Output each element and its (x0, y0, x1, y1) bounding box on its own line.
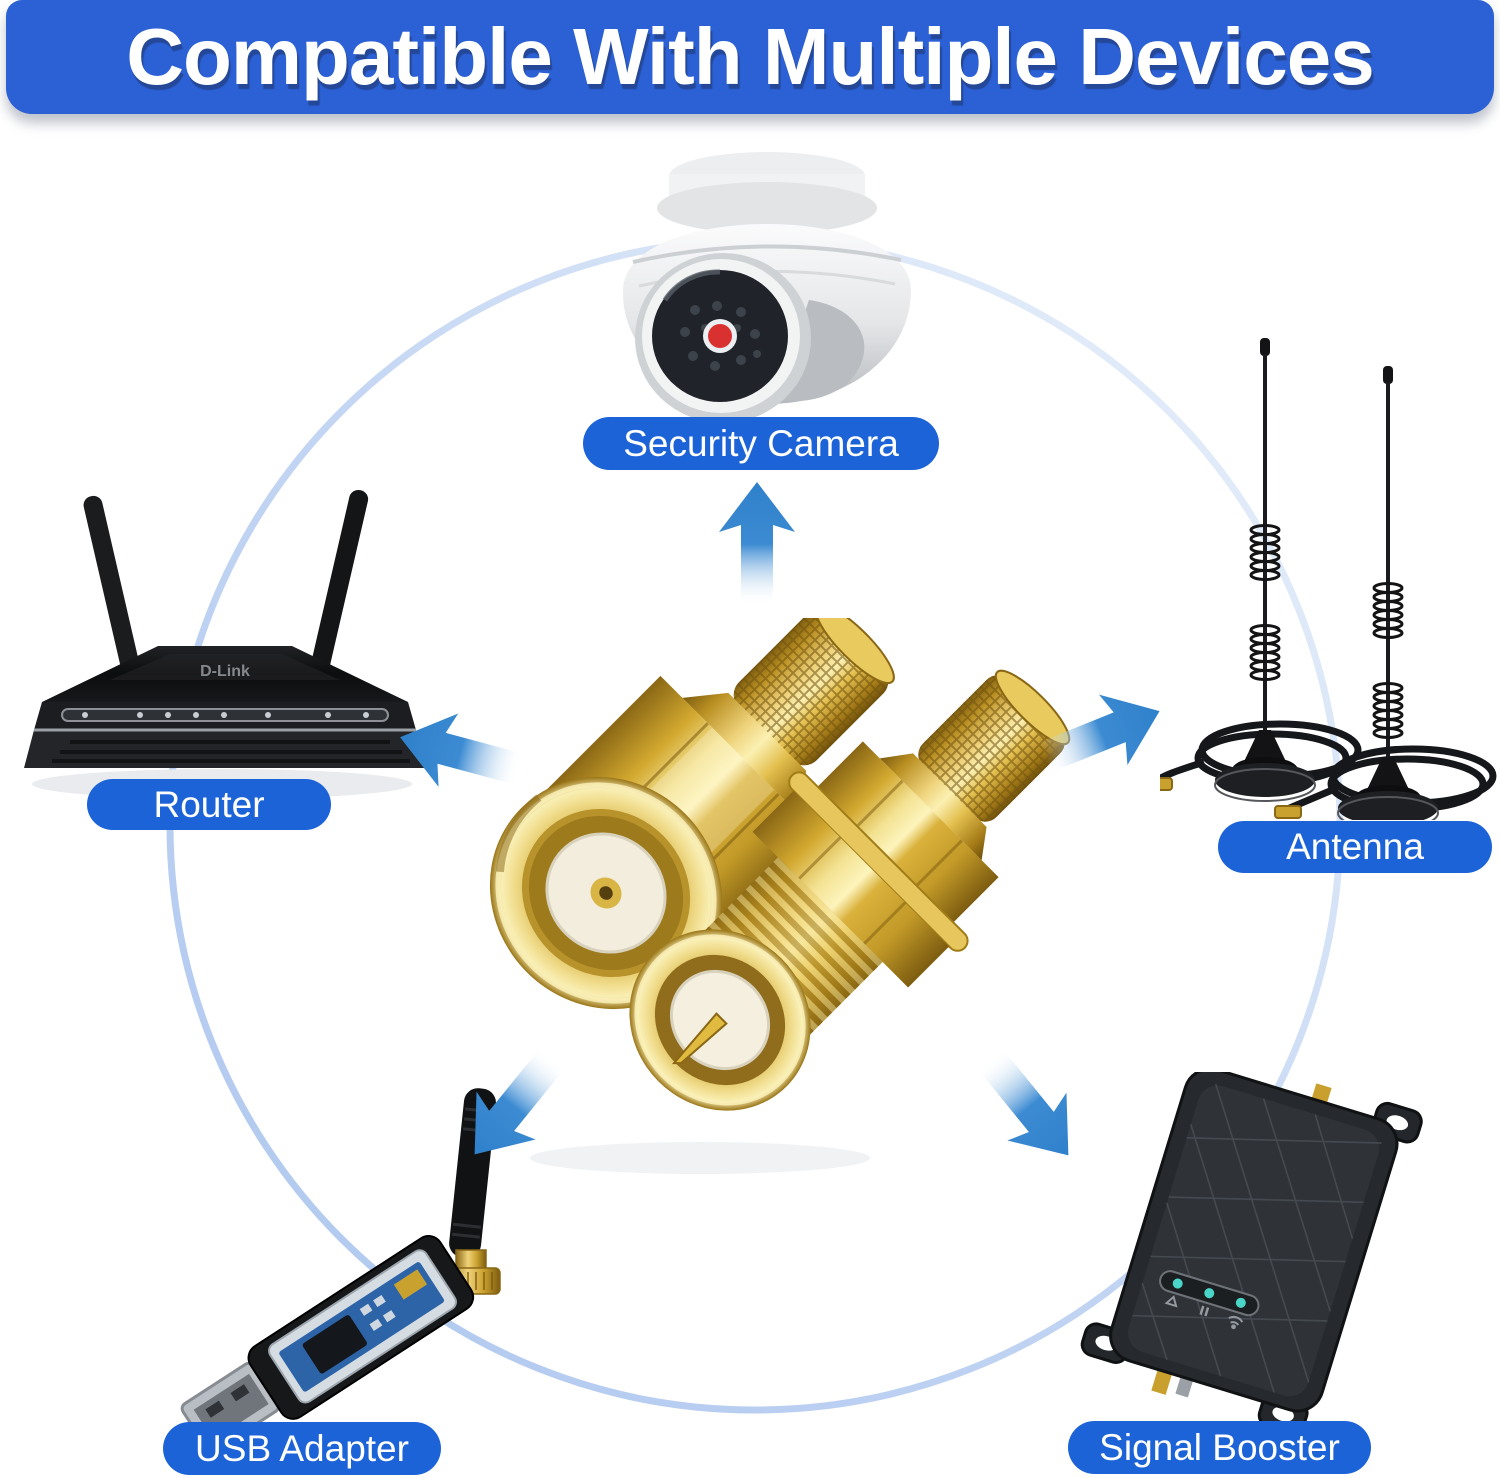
router-logo: D-Link (200, 663, 250, 680)
antenna-label: Antenna (1218, 821, 1492, 873)
router-led-strip (61, 708, 389, 722)
usb-pcb-window (268, 1249, 457, 1404)
router-antenna (83, 489, 369, 674)
arrow-to-router-icon (383, 688, 534, 818)
header-banner: Compatible With Multiple Devices (6, 0, 1494, 114)
bulkhead-nut (752, 790, 950, 988)
center-pin (671, 1012, 728, 1065)
camera-ir-led-red-dot (708, 324, 732, 348)
booster-led-indicators (1159, 1270, 1260, 1330)
usb-adapter-image (180, 1088, 501, 1428)
router-label: Router (87, 779, 331, 830)
antenna-image (1160, 338, 1497, 820)
page-title: Compatible With Multiple Devices (126, 12, 1374, 101)
arrow-to-security-camera-icon (707, 478, 807, 608)
sma-female-face (629, 929, 811, 1111)
antenna-spring (1249, 524, 1281, 681)
antenna-sma-connector (1160, 777, 1173, 791)
router-image: D-Link (24, 489, 426, 799)
wifi-icon (1228, 1315, 1244, 1330)
magnetic-antenna-right (1274, 366, 1497, 820)
sma-female-bulkhead-connector (629, 669, 1071, 1111)
booster-texture (1132, 1083, 1382, 1393)
arrow-to-signal-booster-icon (950, 1026, 1110, 1190)
security-camera-image (622, 152, 911, 423)
bulkhead-washer (788, 771, 969, 952)
camera-lens (635, 253, 811, 423)
magnetic-antenna-left (1160, 338, 1362, 802)
usb-adapter-label: USB Adapter (163, 1422, 441, 1475)
warning-icon (1164, 1295, 1178, 1308)
arrow-to-antenna-icon (1024, 663, 1182, 804)
signal-booster-label: Signal Booster (1068, 1421, 1371, 1474)
signal-booster-image (1080, 1072, 1423, 1422)
security-camera-label: Security Camera (583, 417, 939, 470)
pause-icon (1199, 1305, 1210, 1317)
arrow-to-usb-adapter-icon (433, 1025, 593, 1189)
sma-connector-pair-image (489, 618, 1071, 1174)
